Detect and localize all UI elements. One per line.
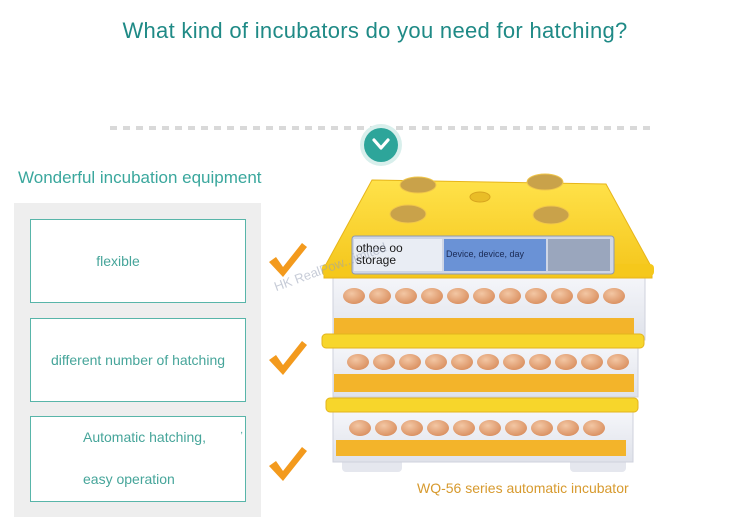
feature-label-line1: Automatic hatching,: [83, 429, 206, 445]
feature-box-flexible: flexible: [30, 219, 246, 303]
chevron-down-icon: [372, 138, 390, 150]
display-left-text: othoe oo storage: [356, 241, 403, 267]
feature-label-line2: easy operation: [83, 471, 175, 487]
page-title: What kind of incubators do you need for …: [122, 18, 628, 43]
display-right-text: Device, device, day: [446, 249, 525, 259]
section-subtitle: Wonderful incubation equipment: [18, 168, 262, 187]
control-display: othoe oo storage Device, device, day: [354, 238, 612, 272]
feature-mark: ,: [240, 425, 243, 436]
product-caption: WQ-56 series automatic incubator: [417, 480, 629, 496]
check-icon: [269, 341, 307, 375]
feature-box-hatching-number: different number of hatching: [30, 318, 246, 402]
feature-box-automatic: Automatic hatching, easy operation ,: [30, 416, 246, 502]
feature-label: different number of hatching: [50, 352, 226, 368]
check-icon: [269, 447, 307, 481]
chevron-down-button[interactable]: [364, 128, 398, 162]
check-icon: [269, 243, 307, 277]
feature-label: flexible: [96, 253, 140, 269]
